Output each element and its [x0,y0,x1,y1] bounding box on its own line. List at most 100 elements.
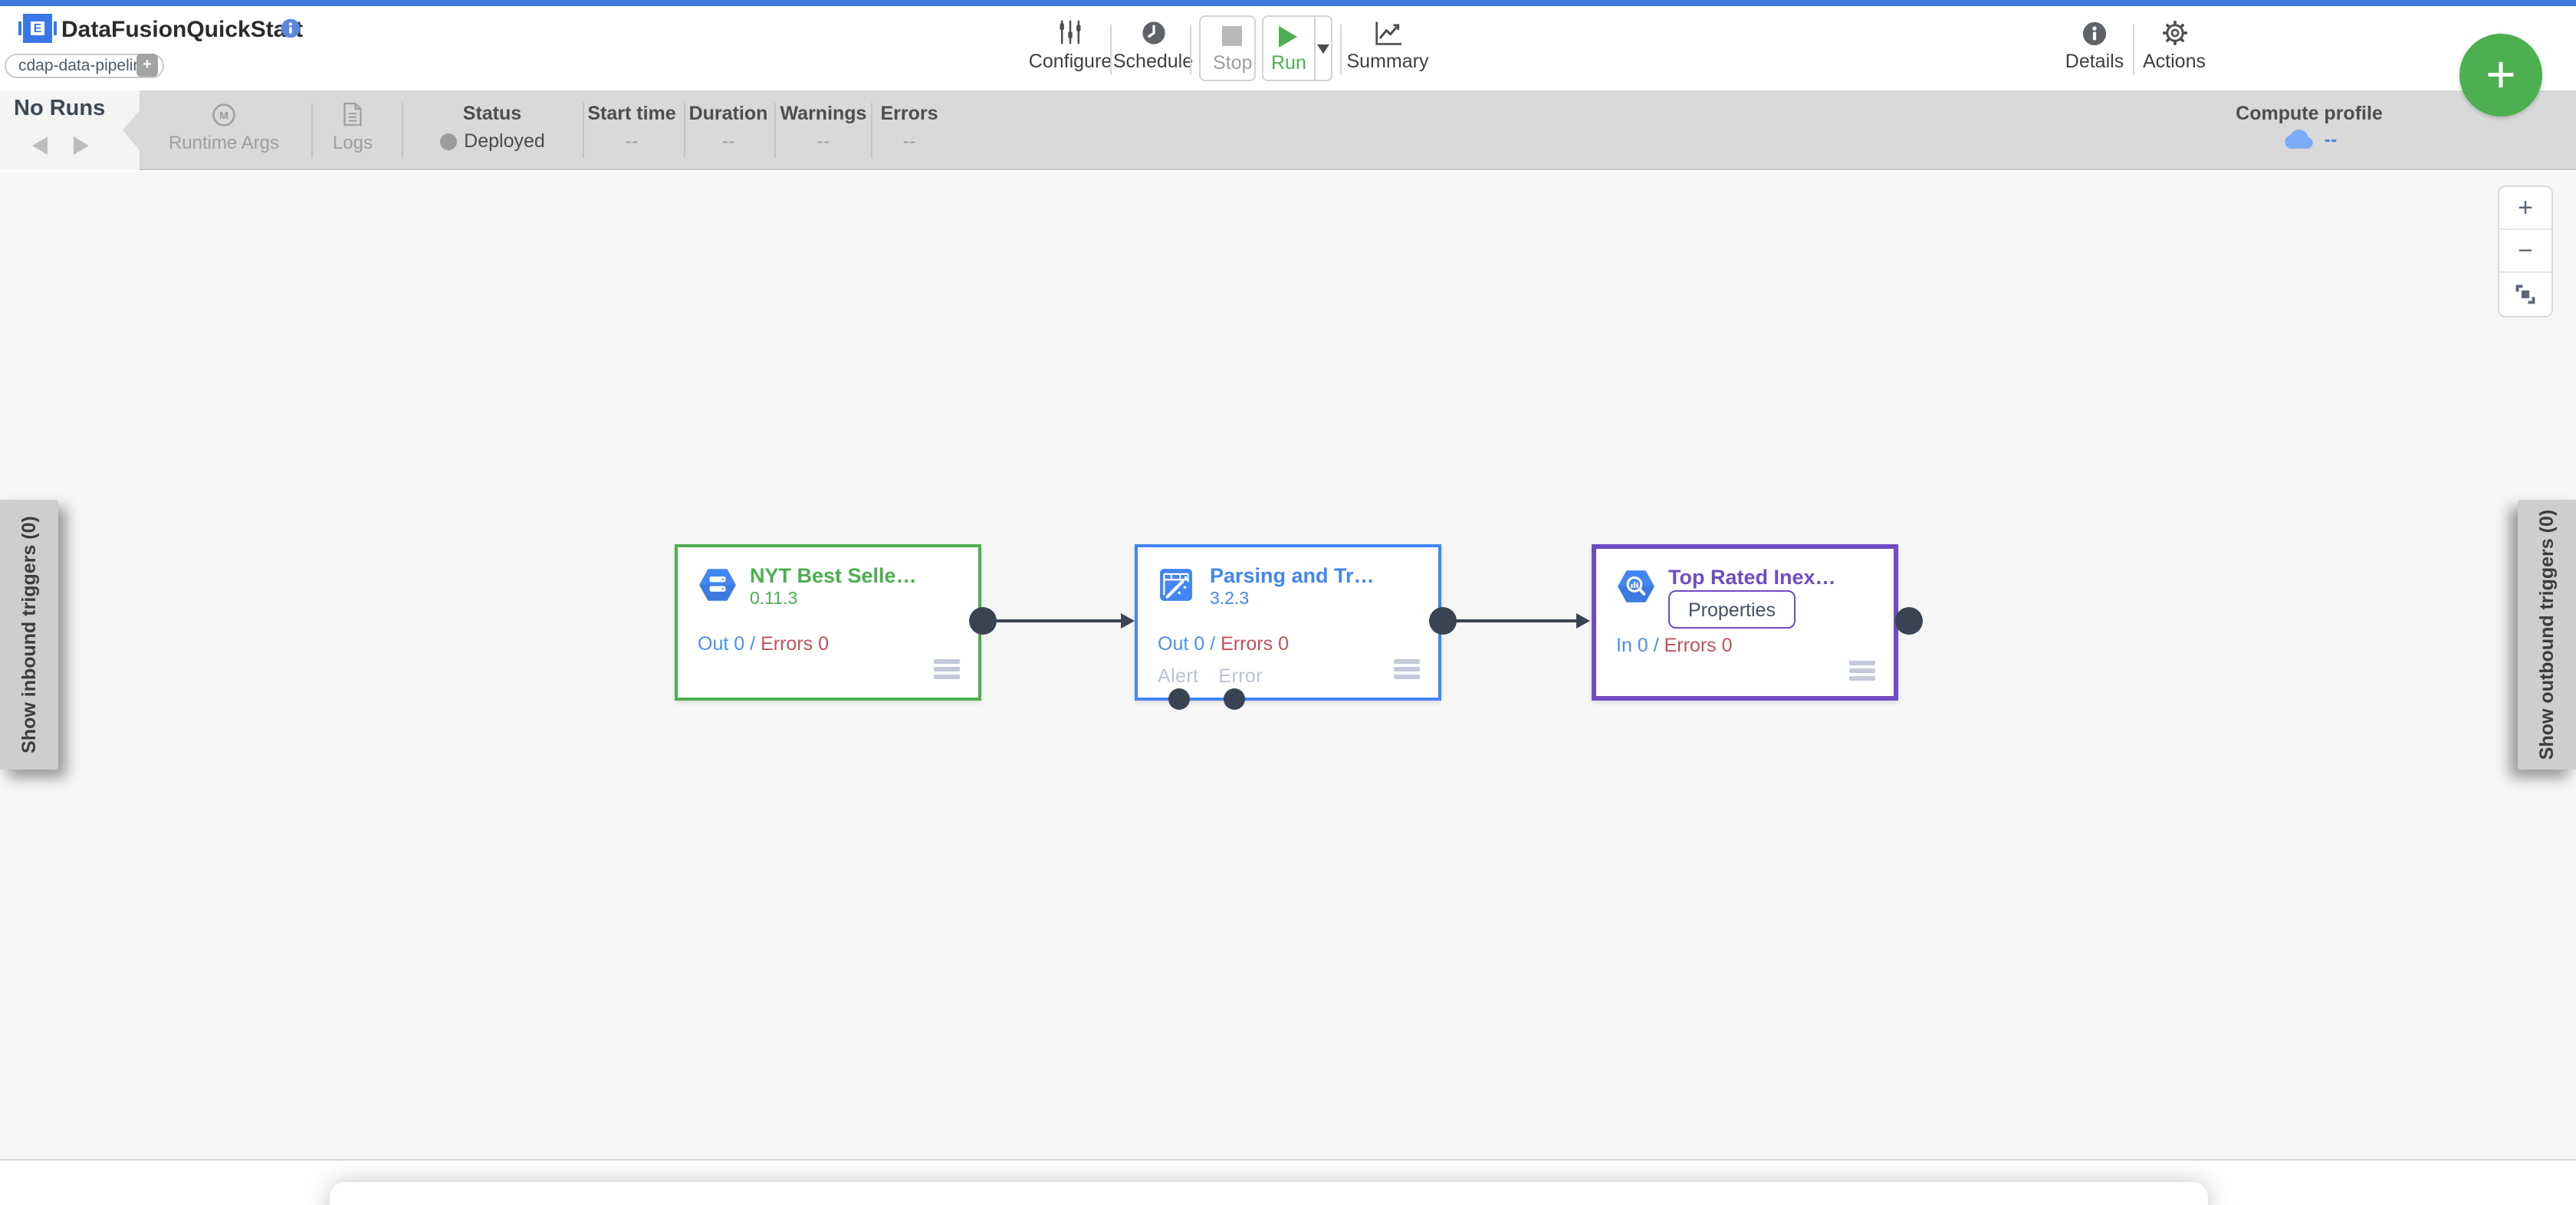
node-version: 0.11.3 [750,590,798,609]
add-tag-button[interactable]: + [136,54,158,77]
configure-button[interactable]: Configure [1027,15,1113,72]
node-title: NYT Best Selle… [750,564,917,587]
run-button[interactable]: Run [1263,17,1314,80]
details-button[interactable]: Details [2055,15,2134,72]
run-navigation: No Runs [0,90,140,170]
properties-button[interactable]: Properties [1668,590,1796,629]
zoom-out-button[interactable]: − [2499,230,2551,273]
metric-separator: / [1210,633,1216,655]
actions-label: Actions [2143,51,2206,72]
output-port[interactable] [1895,607,1923,635]
bar-divider [684,103,685,158]
next-run-arrow[interactable] [74,136,89,155]
errors-metric[interactable]: Errors 0 [1221,633,1289,655]
toolbar-divider [1190,25,1191,75]
node-source[interactable]: NYT Best Selle… 0.11.3 Out 0 / Errors 0 [675,544,981,701]
toolbar-divider [1340,25,1342,75]
error-port[interactable] [1224,688,1245,710]
summary-button[interactable]: Summary [1345,15,1431,72]
compute-profile-cell[interactable]: Compute profile -- [2179,90,2440,170]
compute-profile-value: -- [2324,129,2338,150]
stop-label: Stop [1213,51,1253,73]
warnings-value: -- [816,130,830,152]
logs-label: Logs [332,132,373,153]
runtime-args-button[interactable]: M Runtime Args [155,90,293,170]
edge-arrowhead [1121,612,1135,628]
actions-button[interactable]: Actions [2134,15,2214,72]
inbound-triggers-tab[interactable]: Show inbound triggers (0) [0,500,58,770]
node-menu-icon[interactable] [934,659,960,682]
fit-to-screen-button[interactable] [2499,273,2551,316]
node-transform[interactable]: Parsing and Tr… 3.2.3 Out 0 / Errors 0 A… [1135,544,1441,701]
connection-edge[interactable] [1454,619,1576,622]
details-info-icon [2082,15,2107,46]
run-status-bar: No Runs M Runtime Args Logs Status Deplo… [0,90,2576,170]
warnings-cell: Warnings -- [770,90,877,170]
pipeline-info-icon[interactable] [281,18,301,38]
compute-profile-cloud-icon [2282,129,2315,150]
zoom-in-button[interactable]: + [2499,187,2551,230]
errors-metric[interactable]: Errors 0 [1664,635,1733,656]
connection-edge[interactable] [994,619,1121,622]
start-time-label: Start time [587,103,676,124]
previous-run-arrow[interactable] [32,136,48,155]
status-value: Deployed [464,130,545,152]
summary-chart-icon [1373,15,1402,46]
configure-sliders-icon [1056,15,1084,46]
out-metric[interactable]: Out 0 [698,633,745,655]
top-accent-strip [0,0,2576,6]
duration-value: -- [721,130,735,152]
outbound-triggers-label: Show outbound triggers (0) [2536,509,2558,760]
node-menu-icon[interactable] [1849,661,1875,684]
status-dot [439,133,457,149]
output-port[interactable] [969,607,997,635]
status-label: Status [462,103,522,124]
stop-button[interactable]: Stop [1199,15,1256,81]
bigquery-hexagon-icon [1616,569,1656,606]
logs-document-icon [342,101,363,127]
status-cell: Status Deployed [408,90,577,170]
runtime-args-label: Runtime Args [168,132,280,153]
output-port[interactable] [1429,607,1457,635]
pipeline-canvas[interactable]: + − NYT Best Selle… 0.11.3 Out 0 / Error… [0,172,2576,1161]
bar-divider [311,103,313,158]
out-metric[interactable]: Out 0 [1158,633,1205,655]
schedule-label: Schedule [1112,51,1194,72]
schedule-clock-icon [1140,15,1166,46]
run-dropdown-button[interactable] [1313,17,1331,80]
in-metric[interactable]: In 0 [1616,635,1648,656]
schedule-button[interactable]: Schedule [1112,15,1194,72]
duration-cell: Duration -- [675,90,782,170]
toolbar-divider [1110,25,1112,75]
outbound-triggers-tab[interactable]: Show outbound triggers (0) [2518,500,2576,770]
chevron-down-icon [1316,44,1329,53]
actions-gear-icon [2161,15,2187,46]
errors-metric[interactable]: Errors 0 [761,633,829,655]
errors-value: -- [902,130,916,152]
warnings-label: Warnings [780,103,867,124]
configure-label: Configure [1028,51,1112,72]
node-version: 3.2.3 [1210,590,1250,609]
svg-text:M: M [219,109,228,121]
node-metrics[interactable]: In 0 / Errors 0 [1616,635,1733,656]
app-logo-icon: E [18,14,57,43]
node-title: Top Rated Inex… [1668,566,1836,589]
metric-separator: / [750,633,756,655]
node-metrics[interactable]: Out 0 / Errors 0 [698,633,829,655]
zoom-controls: + − [2498,186,2553,317]
compute-profile-label: Compute profile [2236,103,2383,124]
node-menu-icon[interactable] [1394,659,1420,682]
node-sink[interactable]: Top Rated Inex… Properties In 0 / Errors… [1592,544,1898,701]
runtime-args-icon: M [212,101,236,127]
logs-button[interactable]: Logs [307,90,399,170]
run-play-icon [1279,25,1298,47]
page-title: DataFusionQuickStart [61,17,304,43]
start-time-cell: Start time -- [570,90,693,170]
run-label: Run [1271,51,1306,73]
node-metrics[interactable]: Out 0 / Errors 0 [1158,633,1289,655]
bar-divider [583,103,584,158]
errors-cell: Errors -- [863,90,955,170]
alert-port[interactable] [1168,688,1190,710]
add-node-fab[interactable]: + [2459,34,2542,117]
